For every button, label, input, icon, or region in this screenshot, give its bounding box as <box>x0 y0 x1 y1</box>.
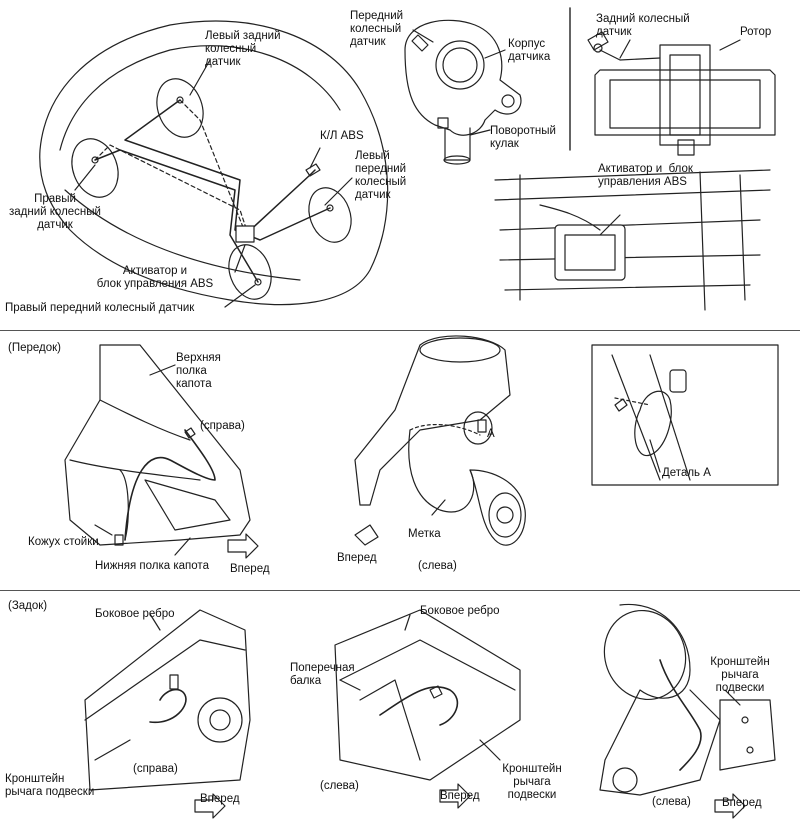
car-body-outline <box>39 20 389 306</box>
section-divider-front <box>0 330 800 331</box>
engine-bay-drawing <box>494 169 771 311</box>
label-side-rib-1: Боковое ребро <box>95 608 175 620</box>
label-right-rear-sensor: Правый задний колесный датчик <box>9 193 101 231</box>
label-lower-apron: Нижняя полка капота <box>95 560 209 572</box>
forward-arrow-front-1 <box>227 533 259 559</box>
rear-left-drawing <box>334 609 521 809</box>
label-rotor: Ротор <box>740 26 772 38</box>
label-left-rear-sensor: Левый задний колесный датчик <box>205 30 281 68</box>
label-crossmember: Поперечная балка <box>290 662 355 687</box>
label-detail-a: Деталь A <box>662 467 711 479</box>
label-rear-forward-1: Вперед <box>200 793 240 805</box>
front-wheel-sensor <box>411 34 429 52</box>
hydraulic-lines <box>94 99 251 241</box>
rear-right-drawing <box>84 609 251 819</box>
label-abs-actuator-car: Активатор и блок управления ABS <box>96 265 214 290</box>
section-divider-rear <box>0 590 800 591</box>
label-abs-actuator-engine-bay: Активатор и блок управления ABS <box>598 163 693 188</box>
label-right-front-sensor: Правый передний колесный датчик <box>5 302 195 314</box>
label-mark: Метка <box>408 528 441 540</box>
front-left-knuckle-drawing <box>354 335 526 546</box>
label-arm-bracket-2: Кронштейн рычага подвески <box>502 763 562 801</box>
label-left-front-sensor: Левый передний колесный датчик <box>355 150 407 201</box>
label-rear-right: (справа) <box>133 763 178 775</box>
label-abs-warning-lamp: К/Л ABS <box>320 130 364 142</box>
forward-arrow-rear-2 <box>439 783 471 809</box>
label-callout-a: A <box>487 428 495 440</box>
engine-bay-abs-unit <box>554 224 626 281</box>
label-rear-forward-2: Вперед <box>440 790 480 802</box>
rear-section-title: (Задок) <box>8 600 48 612</box>
label-rear-left-2: (слева) <box>320 780 359 792</box>
label-front-right: (справа) <box>200 420 245 432</box>
abs-wiring <box>94 99 331 283</box>
front-right-apron-drawing <box>64 344 251 556</box>
label-side-rib-2: Боковое ребро <box>420 605 500 617</box>
detail-a-drawing <box>591 344 779 486</box>
label-steering-knuckle: Поворотный кулак <box>490 125 556 150</box>
knuckle-drawing <box>404 19 522 165</box>
label-strut-cover: Кожух стойки <box>28 536 99 548</box>
label-front-left: (слева) <box>418 560 457 572</box>
forward-arrow-front-2 <box>354 524 379 546</box>
rear-left-hub-drawing <box>599 603 776 819</box>
forward-arrow-rear-1 <box>194 793 226 819</box>
label-sensor-housing: Корпус датчика <box>508 38 551 63</box>
label-rear-left-3: (слева) <box>652 796 691 808</box>
rear-hub-drawing <box>569 7 776 156</box>
label-front-wheel-sensor: Передний колесный датчик <box>350 10 404 48</box>
forward-arrow-rear-3 <box>714 793 746 819</box>
label-front-forward-1: Вперед <box>230 563 270 575</box>
abs-actuator-box <box>235 225 255 243</box>
label-front-forward-2: Вперед <box>337 552 377 564</box>
abs-warning-lamp <box>305 163 321 177</box>
label-rear-wheel-sensor: Задний колесный датчик <box>596 13 690 38</box>
label-upper-apron: Верхняя полка капота <box>176 352 221 390</box>
front-section-title: (Передок) <box>8 342 61 354</box>
rear-wheel-sensor <box>587 31 609 51</box>
label-rear-forward-3: Вперед <box>722 797 762 809</box>
label-arm-bracket-3: Кронштейн рычага подвески <box>710 656 770 694</box>
label-arm-bracket-1: Кронштейн рычага подвески <box>5 773 95 798</box>
